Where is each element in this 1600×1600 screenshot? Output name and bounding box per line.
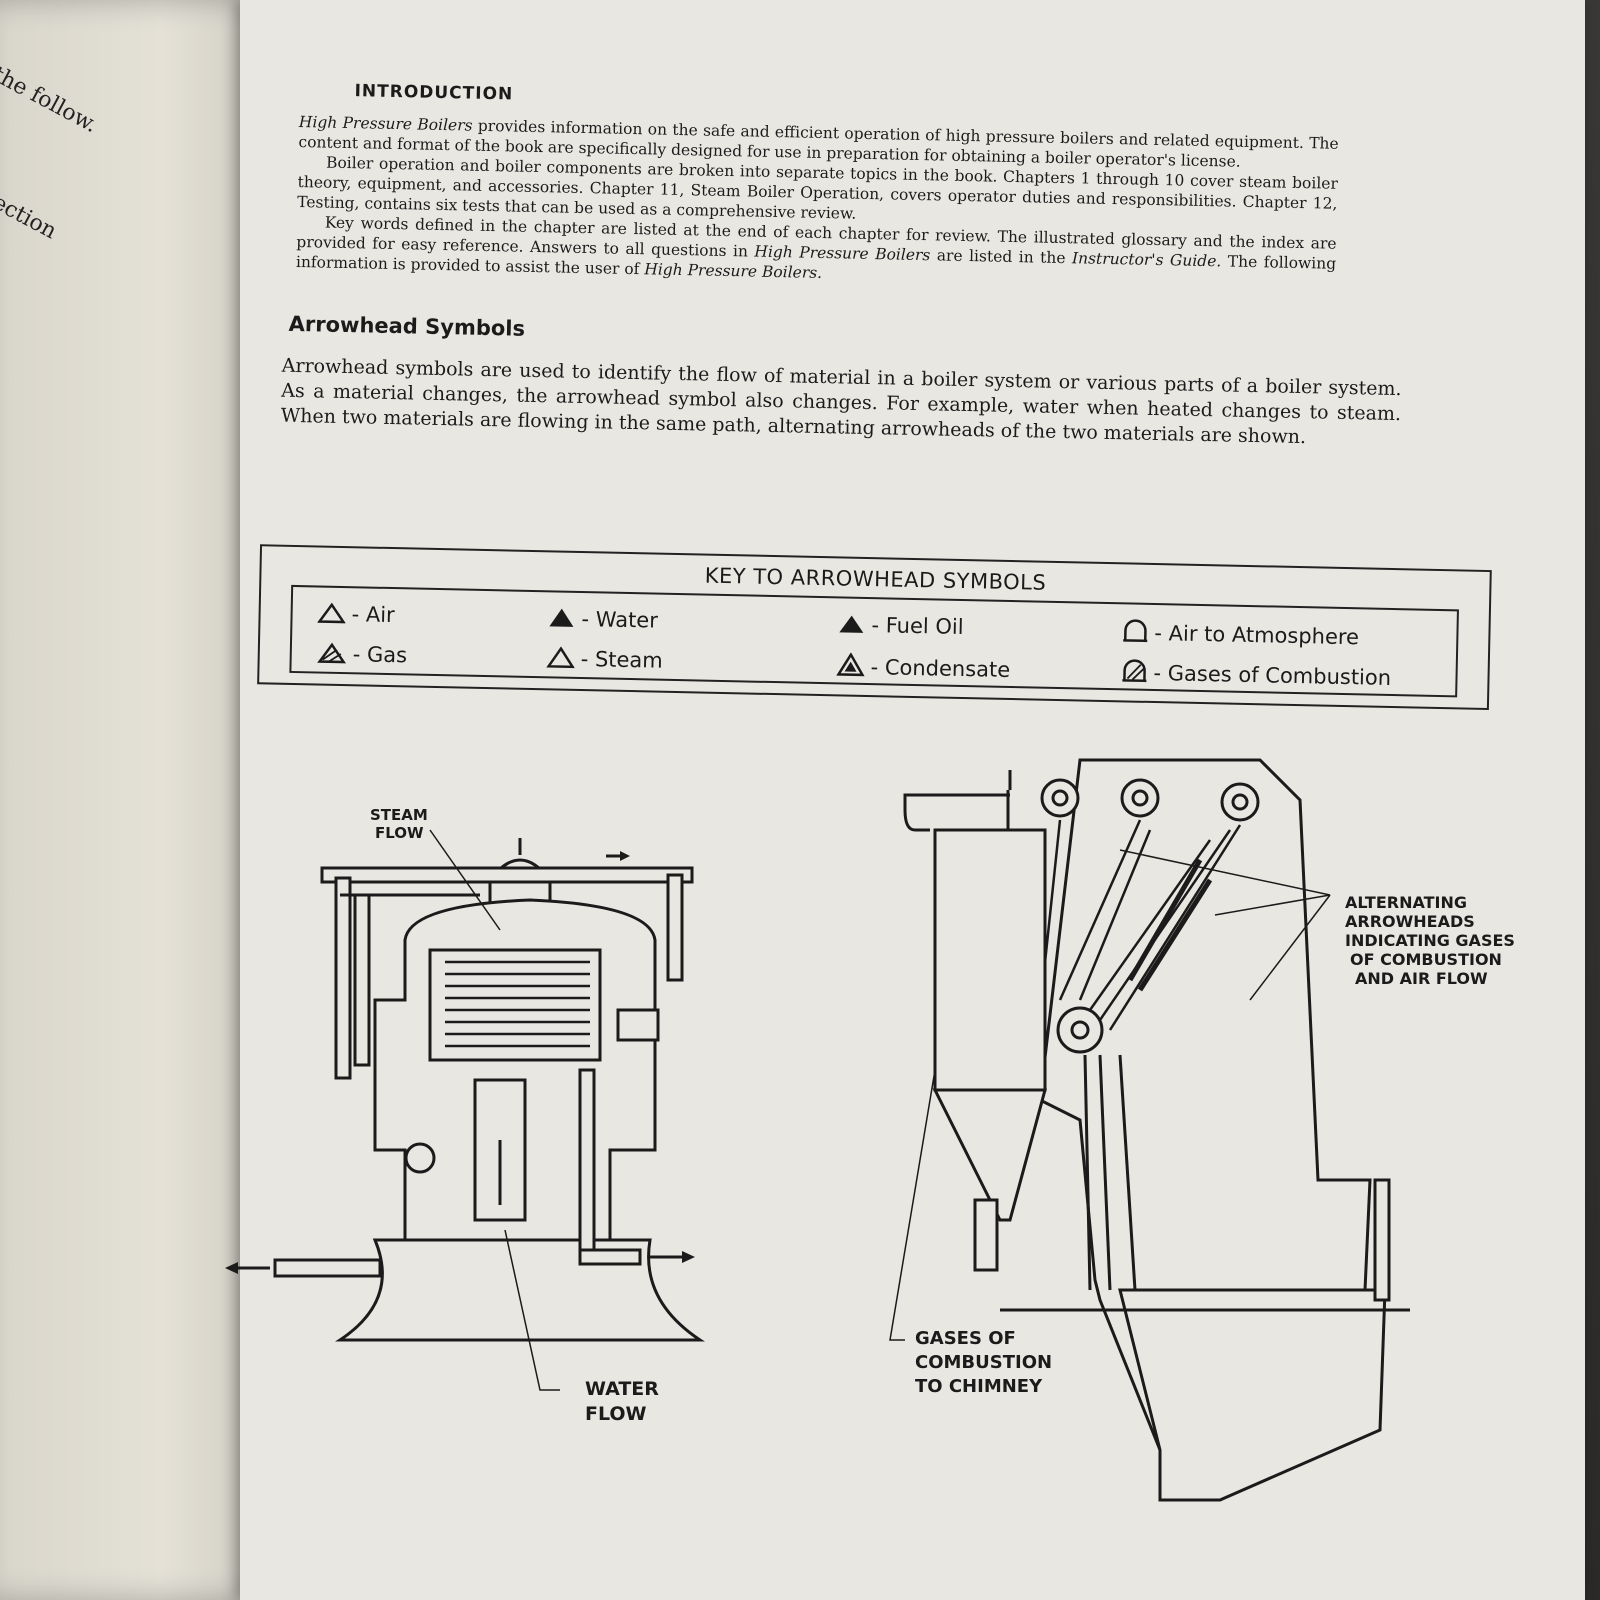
gases-to-chimney-label: TO CHIMNEY <box>915 1376 1043 1397</box>
page-content: INTRODUCTION High Pressure Boilers provi… <box>257 70 1492 711</box>
gases-to-chimney-label: COMBUSTION <box>915 1352 1053 1373</box>
book-title: High Pressure Boilers <box>298 112 473 135</box>
key-air: - Air <box>317 601 395 627</box>
gases-to-chimney-label: GASES OF <box>915 1328 1016 1349</box>
book-title: High Pressure Boilers <box>754 242 931 265</box>
book-title: High Pressure Boilers. <box>644 260 823 282</box>
key-gases-of-combustion: - Gases of Combustion <box>1121 658 1391 690</box>
gas-arrowhead-icon <box>317 642 346 664</box>
left-page-fragment: ection <box>0 190 61 245</box>
key-label: - Gases of Combustion <box>1153 661 1392 690</box>
introduction-text: High Pressure Boilers provides informati… <box>296 112 1339 294</box>
alternating-arrowheads-label: ARROWHEADS <box>1345 912 1475 931</box>
key-fuel-oil: - Fuel Oil <box>837 612 964 639</box>
fuel-oil-arrowhead-icon <box>839 615 864 633</box>
book-page: INTRODUCTION High Pressure Boilers provi… <box>240 0 1585 1600</box>
steam-flow-label: STEAM <box>370 806 428 824</box>
key-label: - Water <box>581 607 659 633</box>
water-arrowhead-icon <box>549 608 574 627</box>
water-flow-label: WATER <box>585 1378 659 1400</box>
key-label: - Condensate <box>870 655 1011 683</box>
water-flow-label: FLOW <box>585 1403 647 1425</box>
key-label: - Air <box>351 602 395 628</box>
gases-of-combustion-arrowhead-icon <box>1122 659 1147 683</box>
alternating-arrowheads-label: ALTERNATING <box>1345 893 1468 912</box>
steam-arrowhead-icon <box>546 646 575 669</box>
key-steam: - Steam <box>546 646 664 673</box>
key-label: - Fuel Oil <box>871 613 964 640</box>
arrowhead-paragraph: Arrowhead symbols are used to identify t… <box>280 354 1402 449</box>
air-arrowhead-icon <box>317 602 346 624</box>
paragraph-text: are listed in the <box>930 246 1073 268</box>
key-gas: - Gas <box>317 641 408 668</box>
left-page-fragment: the follow. <box>0 62 102 139</box>
key-label: - Steam <box>580 647 664 673</box>
steam-flow-label: FLOW <box>375 824 424 842</box>
arrowhead-heading: Arrowhead Symbols <box>288 311 526 341</box>
arrowhead-key-box: KEY TO ARROWHEAD SYMBOLS - Air - Water -… <box>257 544 1492 711</box>
key-label: - Air to Atmosphere <box>1154 621 1360 650</box>
guide-title: Instructor's Guide. <box>1071 249 1222 271</box>
key-condensate: - Condensate <box>836 652 1010 682</box>
key-water: - Water <box>547 606 659 633</box>
left-page: the follow. ection <box>0 0 270 1600</box>
air-to-atmosphere-arrowhead-icon <box>1123 619 1148 643</box>
alternating-arrowheads-label: OF COMBUSTION <box>1350 950 1502 969</box>
condensate-arrowhead-icon <box>836 652 865 677</box>
alternating-arrowheads-label: INDICATING GASES <box>1345 931 1515 950</box>
key-label: - Gas <box>352 642 408 668</box>
key-air-to-atmosphere: - Air to Atmosphere <box>1122 618 1359 649</box>
alternating-arrowheads-label: AND AIR FLOW <box>1355 969 1488 988</box>
key-inner-box: - Air - Water - Fuel Oil - Air to Atmosp… <box>289 584 1459 698</box>
